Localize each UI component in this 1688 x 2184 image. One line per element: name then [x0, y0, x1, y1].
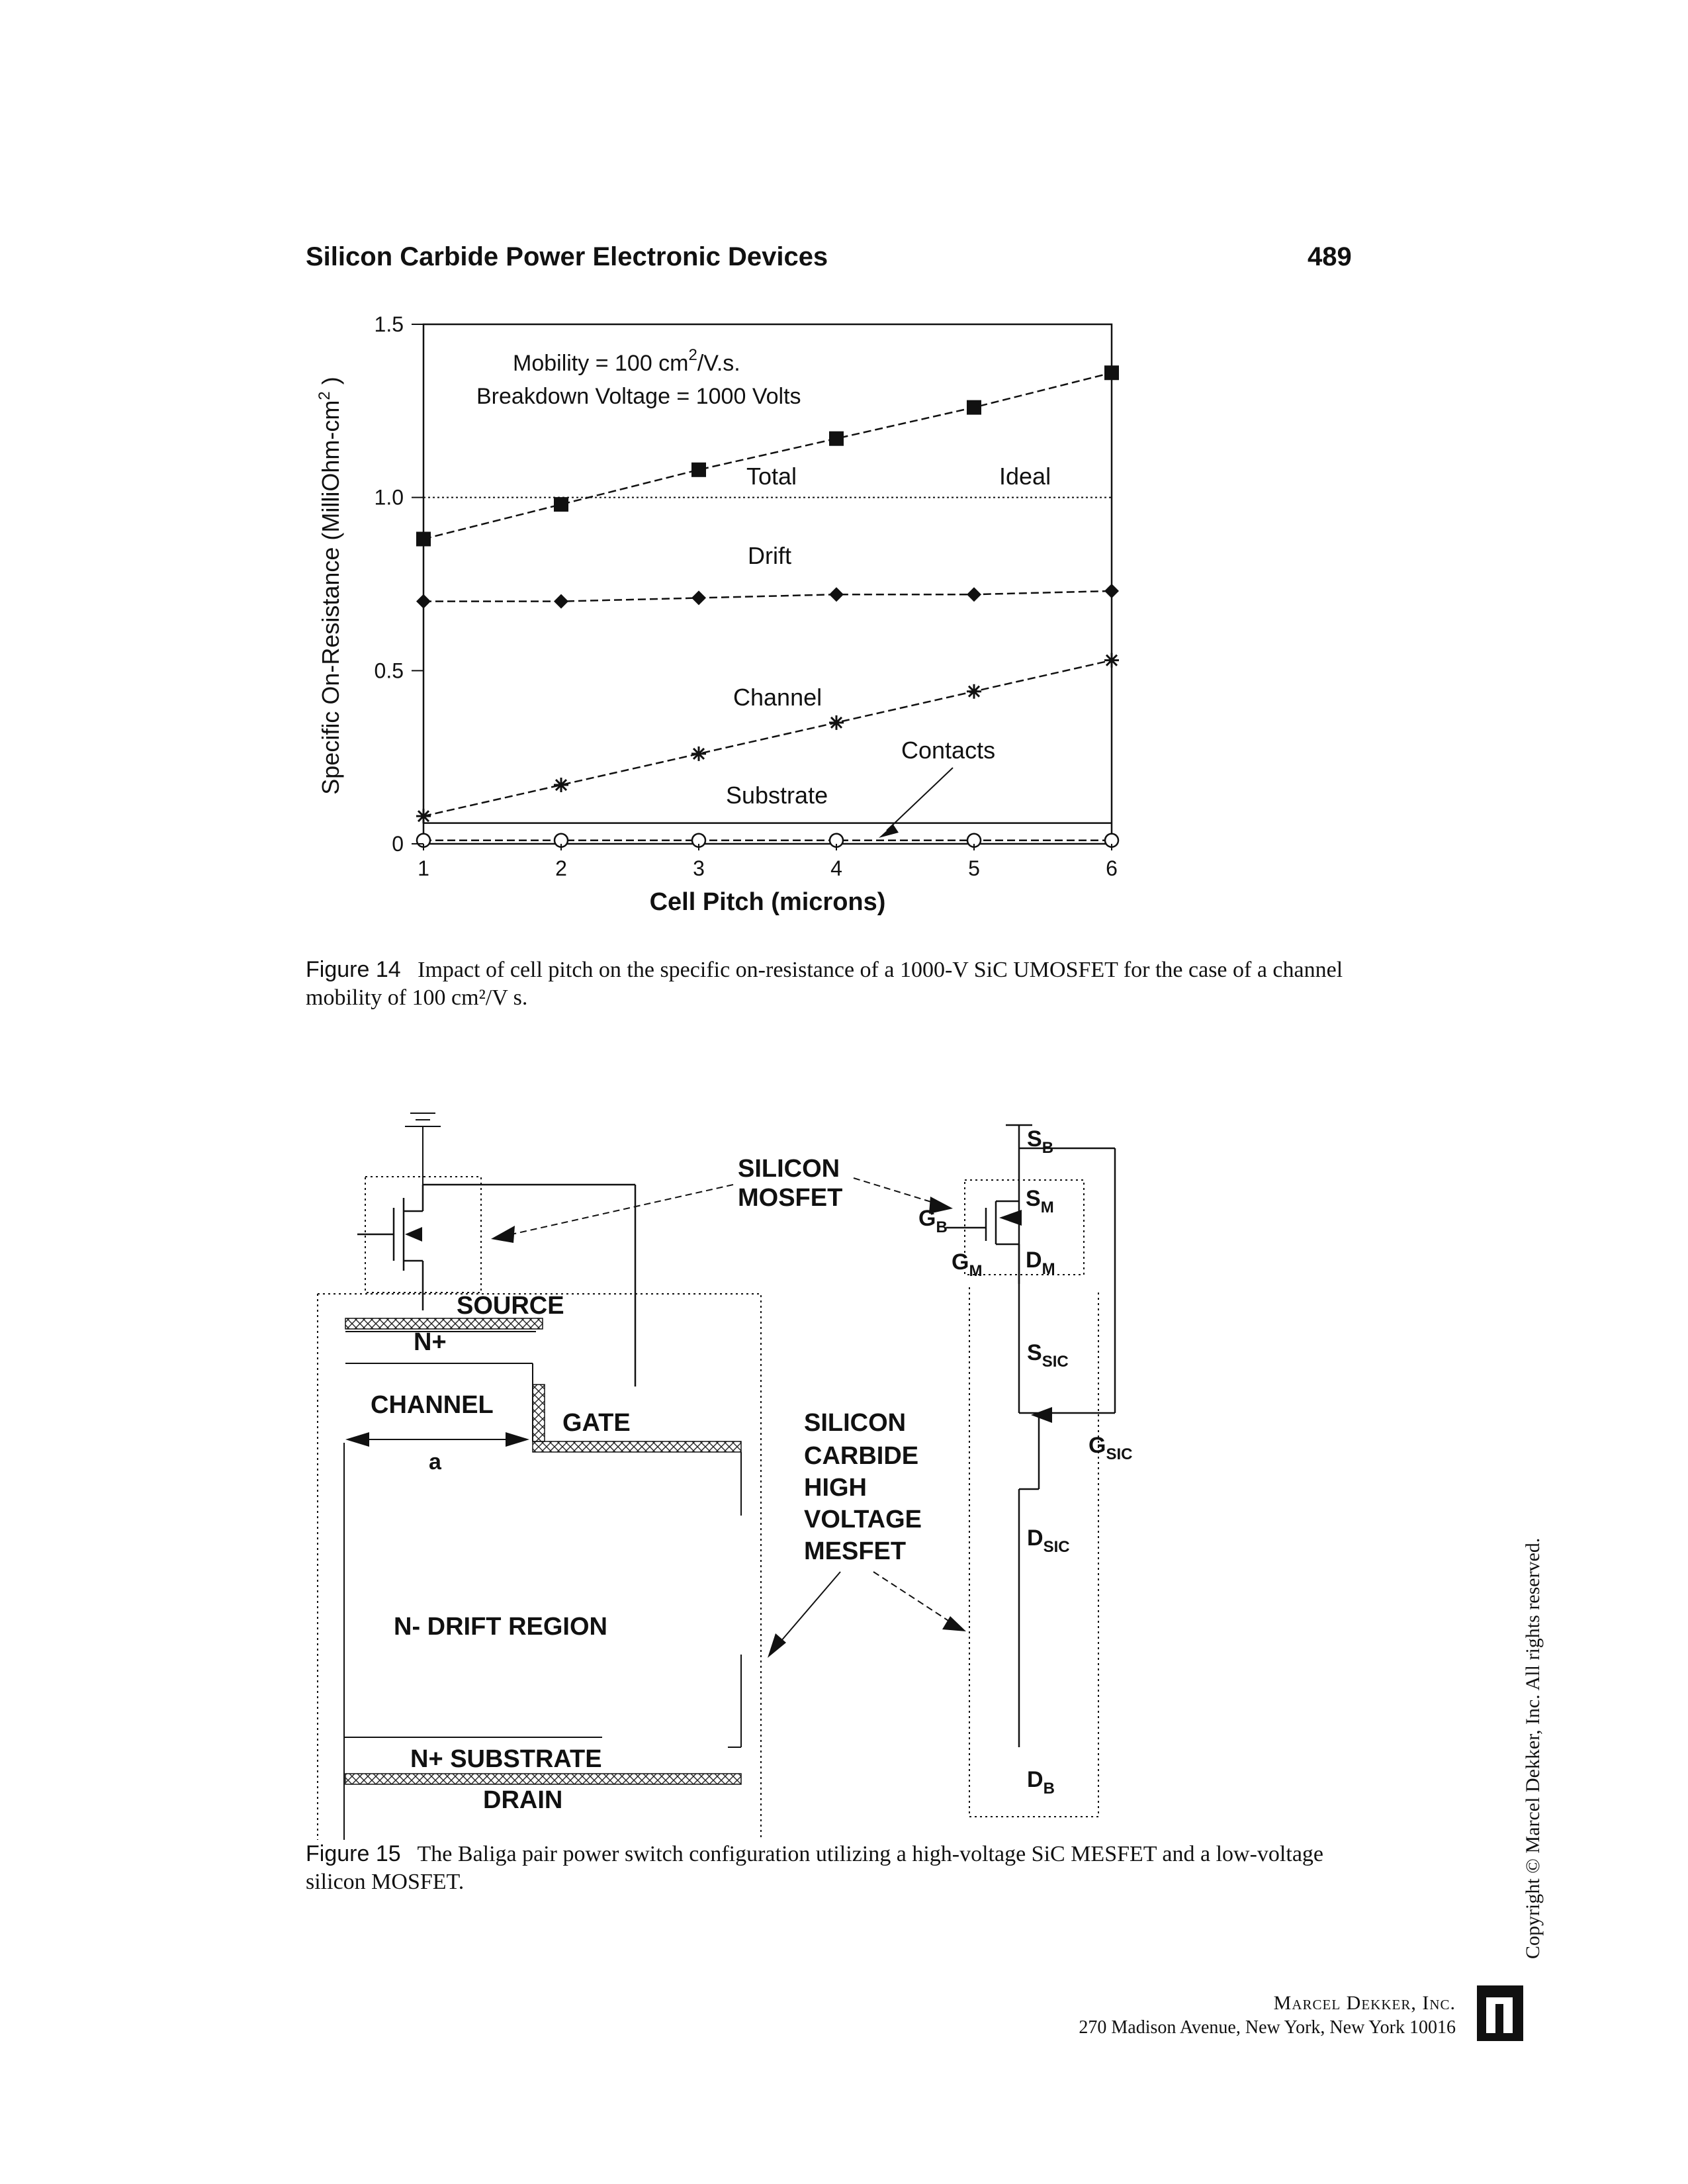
figure-14-label: Figure 14 — [306, 957, 401, 982]
source-label: SOURCE — [457, 1292, 564, 1320]
source-contact — [345, 1318, 543, 1330]
data-point-channel — [967, 684, 981, 699]
x-axis-title: Cell Pitch (microns) — [650, 888, 886, 916]
figure-14-caption-text: Impact of cell pitch on the specific on-… — [306, 958, 1343, 1010]
channel-width-arrow — [345, 1432, 529, 1447]
n-plus-label: N+ — [414, 1328, 447, 1356]
data-point-total — [416, 531, 431, 547]
data-point-total — [1104, 365, 1119, 381]
right-mosfet-box — [964, 1179, 1085, 1275]
figure-15-caption: Figure 15 The Baliga pair power switch c… — [306, 1840, 1364, 1896]
data-point-channel — [554, 778, 568, 793]
right-mesfet-box — [969, 1287, 1099, 1817]
terminal-sb: SB — [1027, 1126, 1053, 1157]
y-axis-title: Specific On-Resistance (MilliOhm-cm2 ) — [316, 377, 344, 794]
series-label-channel: Channel — [733, 684, 822, 711]
contacts-arrow — [879, 767, 954, 838]
running-title: Silicon Carbide Power Electronic Devices — [306, 242, 828, 271]
series-line-channel — [423, 659, 1112, 817]
figure-15-label: Figure 15 — [306, 1841, 401, 1866]
publisher-address: 270 Madison Avenue, New York, New York 1… — [1079, 2017, 1456, 2038]
substrate-label: N+ SUBSTRATE — [410, 1745, 602, 1773]
left-mosfet-symbol — [357, 1183, 637, 1387]
channel-label: CHANNEL — [371, 1391, 494, 1419]
series-line-drift — [423, 590, 1112, 602]
y-tick-label: 1.5 — [375, 312, 404, 336]
data-point-total — [691, 462, 706, 477]
x-tick-label: 1 — [418, 856, 429, 880]
mobility-annotation: Mobility = 100 cm2/V.s. — [513, 346, 740, 376]
x-tick-label: 4 — [830, 856, 842, 880]
sic-mesfet-label-line4: VOLTAGE — [804, 1506, 922, 1533]
data-point-drift — [416, 594, 431, 609]
left-mosfet-arrow — [405, 1227, 422, 1242]
data-point-total — [967, 400, 981, 415]
terminal-dm: DM — [1026, 1248, 1055, 1278]
ground-icon — [405, 1113, 441, 1185]
terminal-dsic: DSIC — [1027, 1525, 1070, 1556]
publisher-block: Marcel Dekker, Inc. 270 Madison Avenue, … — [993, 1992, 1456, 2038]
sic-mesfet-label-line2: CARBIDE — [804, 1442, 918, 1470]
figure-14-chart: 1 2 3 4 5 6 0 0.5 1.0 1.5 Mobility = 100 cm2/V.s.… — [316, 312, 1120, 916]
gate-side-contact — [532, 1384, 545, 1442]
data-point-channel — [416, 809, 431, 824]
data-point-drift — [691, 590, 706, 606]
breakdown-voltage-annotation: Breakdown Voltage = 1000 Volts — [476, 384, 801, 409]
series-label-contacts: Contacts — [901, 737, 995, 764]
terminal-db: DB — [1027, 1767, 1055, 1797]
figure-14-caption: Figure 14 Impact of cell pitch on the sp… — [306, 956, 1364, 1012]
silicon-mosfet-arrows — [502, 1177, 940, 1237]
y-tick-label: 1.0 — [375, 486, 404, 510]
terminal-gb: GB — [918, 1206, 948, 1236]
figure-15-caption-text: The Baliga pair power switch configurati… — [306, 1842, 1324, 1894]
data-point-drift — [967, 587, 981, 602]
terminal-gm: GM — [952, 1250, 982, 1280]
series-label-total: Total — [746, 463, 797, 490]
drain-contact — [345, 1773, 742, 1785]
right-mosfet-arrow — [999, 1210, 1022, 1226]
gate-contact — [532, 1441, 742, 1453]
copyright-notice: Copyright © Marcel Dekker, Inc. All righ… — [1522, 1537, 1544, 1959]
terminal-gsic: GSIC — [1088, 1433, 1132, 1463]
series-label-substrate: Substrate — [726, 782, 828, 809]
sic-mesfet-label-line5: MESFET — [804, 1537, 906, 1565]
publisher-name: Marcel Dekker, Inc. — [1273, 1992, 1456, 2014]
x-tick-label: 5 — [968, 856, 980, 880]
drift-region-label: N- DRIFT REGION — [394, 1613, 607, 1641]
x-tick-label: 3 — [693, 856, 705, 880]
channel-width-label: a — [429, 1449, 442, 1475]
page-number: 489 — [1308, 242, 1352, 271]
data-point-total — [554, 497, 568, 512]
data-point-drift — [554, 594, 568, 609]
data-point-channel — [691, 746, 706, 761]
x-tick-label: 2 — [555, 856, 567, 880]
terminal-sm: SM — [1026, 1186, 1054, 1216]
silicon-mosfet-label-line1: SILICON — [738, 1155, 840, 1183]
terminal-ssic: SSIC — [1027, 1340, 1069, 1371]
data-point-drift — [829, 587, 844, 602]
sic-gate-arrow — [1031, 1407, 1052, 1423]
data-point-channel — [1104, 653, 1119, 668]
data-point-channel — [829, 715, 844, 730]
series-label-ideal: Ideal — [999, 463, 1051, 490]
figure-15-diagram: SILICON MOSFET SOURCE N+ CHANNEL GATE a … — [317, 1113, 1132, 1840]
data-point-drift — [1104, 583, 1119, 598]
drain-label: DRAIN — [483, 1786, 562, 1814]
sic-mesfet-label-line1: SILICON — [804, 1409, 906, 1437]
gate-label: GATE — [562, 1409, 631, 1437]
y-tick-label: 0 — [392, 832, 404, 856]
data-point-total — [829, 431, 844, 446]
sic-mesfet-arrows — [768, 1571, 966, 1658]
series-line-total — [423, 372, 1112, 540]
series-label-drift: Drift — [748, 542, 791, 569]
publisher-logo — [1477, 1985, 1523, 2041]
silicon-mosfet-label-line2: MOSFET — [738, 1184, 842, 1212]
sic-mesfet-label-line3: HIGH — [804, 1474, 867, 1502]
x-tick-label: 6 — [1106, 856, 1118, 880]
y-tick-label: 0.5 — [375, 659, 404, 682]
